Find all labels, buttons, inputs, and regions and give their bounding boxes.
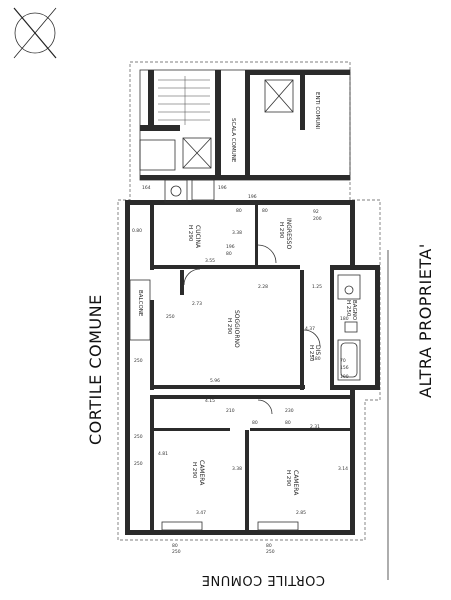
dim-label: 196 bbox=[218, 185, 227, 191]
dim-label: 4.15 bbox=[205, 398, 215, 404]
dim-label: 210 bbox=[226, 408, 235, 414]
cortile-comune-left-label: CORTILE COMUNE bbox=[86, 294, 105, 445]
balcone-label: BALCONE bbox=[137, 290, 143, 317]
ingresso-label: INGRESSO bbox=[285, 218, 292, 249]
cortile-comune-bottom-label: CORTILE COMUNE bbox=[201, 572, 325, 587]
dim-label: 250 bbox=[134, 461, 143, 467]
dim-label: 3.38 bbox=[232, 230, 242, 236]
camera2-h: H 290 bbox=[285, 470, 291, 487]
dim-label: 164 bbox=[142, 185, 151, 191]
dim-label: 80 bbox=[226, 251, 232, 257]
scala-comune-label: SCALA COMUNE bbox=[230, 118, 236, 163]
dim-label: 3.55 bbox=[205, 258, 215, 264]
bagno-label: BAGNO bbox=[351, 300, 357, 321]
bagno-h: H 250 bbox=[345, 300, 351, 317]
soggiorno-h: H 290 bbox=[226, 318, 232, 335]
dim-label: 92 bbox=[313, 209, 319, 215]
dim-label: 5.96 bbox=[210, 378, 220, 384]
dim-label: 4.81 bbox=[158, 451, 168, 457]
wc-fixture bbox=[164, 179, 188, 203]
camera1-label: CAMERA bbox=[198, 460, 205, 486]
dim-label: 0.80 bbox=[132, 228, 142, 234]
dim-label: 80 bbox=[252, 420, 258, 426]
common-stair-block bbox=[139, 69, 351, 181]
dim-label: 190 bbox=[340, 374, 349, 380]
dim-label: 250 bbox=[172, 549, 181, 555]
dim-label: 156 bbox=[340, 365, 349, 371]
ingresso-h: H 290 bbox=[278, 222, 284, 239]
dim-label: 80 bbox=[172, 543, 178, 549]
cucina-h: H 290 bbox=[187, 225, 193, 242]
dim-label: 80 bbox=[236, 208, 242, 214]
dim-label: 3.47 bbox=[196, 510, 206, 516]
dim-label: 250 bbox=[134, 434, 143, 440]
dim-label: 3.14 bbox=[338, 466, 348, 472]
apartment-walls bbox=[125, 200, 380, 535]
dim-label: 196 bbox=[248, 194, 257, 200]
cucina-label: CUCINA bbox=[194, 225, 201, 249]
dim-label: 4.37 bbox=[305, 326, 315, 332]
camera1-h: H 290 bbox=[191, 462, 197, 479]
dim-label: 230 bbox=[285, 408, 294, 414]
dim-label: 180 bbox=[340, 316, 349, 322]
dim-label: 250 bbox=[166, 314, 175, 320]
dim-label: 196 bbox=[226, 244, 235, 250]
dim-label: 2.85 bbox=[296, 510, 306, 516]
bathroom-fixtures bbox=[337, 274, 361, 381]
dimension-labels: 164 196 196 80 80 92 200 196 80 3.55 2.2… bbox=[132, 185, 349, 555]
dim-label: 2.28 bbox=[258, 284, 268, 290]
dim-label: 3.38 bbox=[232, 466, 242, 472]
dim-label: 80 bbox=[285, 420, 291, 426]
altra-proprieta-label: ALTRA PROPRIETA' bbox=[416, 243, 435, 398]
door-swings bbox=[183, 244, 321, 415]
dim-label: 70 bbox=[340, 358, 346, 364]
dim-label: 200 bbox=[313, 216, 322, 222]
dim-label: 2.31 bbox=[310, 424, 320, 430]
dim-label: 2.73 bbox=[192, 301, 202, 307]
camera2-label: CAMERA bbox=[292, 470, 299, 496]
dis-label: DIS bbox=[314, 345, 321, 355]
dim-label: 80 bbox=[266, 543, 272, 549]
dim-label: 1.25 bbox=[312, 284, 322, 290]
balcony bbox=[129, 279, 151, 341]
enti-comuni-label: ENTI COMUNI bbox=[314, 92, 320, 129]
interior-walls bbox=[150, 205, 350, 531]
dim-label: 180 bbox=[312, 356, 321, 362]
dis-h: H 250 bbox=[308, 345, 314, 362]
dim-label: 250 bbox=[266, 549, 275, 555]
dim-label: 80 bbox=[262, 208, 268, 214]
dim-label: 250 bbox=[134, 358, 143, 364]
compass-icon bbox=[13, 7, 57, 59]
soggiorno-label: SOGGIORNO bbox=[233, 310, 240, 348]
